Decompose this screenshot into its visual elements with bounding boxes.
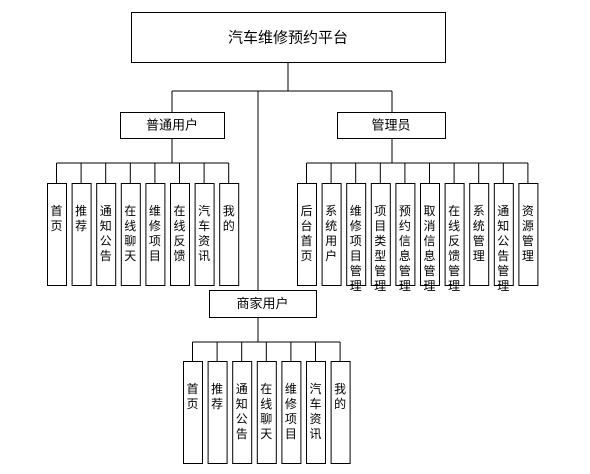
leaf-node-user-7-frame — [219, 183, 240, 286]
leaf-node-merchant-3-frame — [256, 361, 277, 464]
leaf-node-merchant-5: 汽车资讯 — [306, 361, 326, 464]
leaf-node-merchant-3: 在线聊天 — [256, 361, 277, 464]
leaf-node-admin-2: 维修项目管理 — [346, 183, 367, 293]
leaf-node-merchant-1-label: 推荐 — [211, 382, 223, 411]
leaf-node-merchant-6-label: 我的 — [334, 382, 346, 411]
leaf-node-admin-7: 系统管理 — [469, 183, 490, 286]
leaf-node-merchant-6: 我的 — [330, 361, 351, 464]
leaf-node-admin-8-frame — [493, 183, 514, 286]
leaf-node-admin-4: 预约信息管理 — [395, 183, 416, 293]
root-node-label: 汽车维修预约平台 — [228, 29, 348, 47]
leaf-node-admin-5: 取消信息管理 — [420, 183, 440, 293]
root-node-frame — [131, 12, 446, 63]
leaf-node-user-1-label: 推荐 — [75, 204, 87, 233]
leaf-node-user-3: 在线聊天 — [120, 183, 141, 286]
leaf-node-admin-6: 在线反馈管理 — [444, 183, 465, 293]
leaf-node-user-2: 通知公告 — [96, 183, 117, 286]
group-node-user-label: 普通用户 — [146, 118, 198, 134]
leaf-node-user-5-label: 在线反馈 — [173, 204, 185, 263]
leaf-node-merchant-4: 维修项目 — [281, 361, 302, 464]
leaf-node-admin-1-label: 系统用户 — [325, 204, 337, 263]
leaf-node-user-7: 我的 — [219, 183, 240, 286]
leaf-node-merchant-5-label: 汽车资讯 — [309, 381, 321, 441]
leaf-node-admin-6-frame — [444, 183, 465, 286]
connector-lines — [56, 63, 529, 361]
leaf-node-admin-9-label: 资源管理 — [522, 204, 534, 263]
leaf-node-user-3-frame — [120, 183, 141, 286]
leaf-node-admin-6-label: 在线反馈管理 — [448, 204, 460, 293]
leaf-node-merchant-3-label: 在线聊天 — [260, 382, 272, 441]
leaf-node-admin-3-frame — [370, 183, 391, 286]
leaf-node-user-5: 在线反馈 — [170, 183, 190, 286]
leaf-node-admin-1-frame — [321, 183, 342, 286]
leaf-node-admin-1: 系统用户 — [321, 183, 342, 286]
leaf-node-user-5-frame — [170, 183, 190, 286]
leaf-node-admin-0-label: 后台首页 — [300, 204, 312, 263]
leaf-node-user-1: 推荐 — [71, 183, 92, 286]
group-node-admin-frame — [337, 112, 446, 139]
leaf-node-admin-9: 资源管理 — [518, 183, 539, 286]
leaf-node-admin-5-label: 取消信息管理 — [423, 204, 435, 293]
leaf-node-user-7-label: 我的 — [223, 204, 235, 233]
group-node-user: 普通用户 — [120, 112, 225, 139]
leaf-node-user-0: 首页 — [47, 183, 67, 286]
leaf-node-admin-8-label: 通知公告管理 — [497, 204, 509, 293]
leaf-node-user-4-frame — [145, 183, 166, 286]
leaf-node-admin-2-label: 维修项目管理 — [350, 204, 362, 293]
leaf-node-merchant-1-frame — [207, 361, 228, 464]
leaf-node-user-6-frame — [194, 183, 215, 286]
root-node: 汽车维修预约平台 — [131, 12, 446, 63]
group-node-admin: 管理员 — [337, 112, 446, 139]
group-node-merchant-label: 商家用户 — [236, 296, 288, 312]
group-node-admin-label: 管理员 — [371, 119, 410, 134]
leaf-node-user-1-frame — [71, 183, 92, 286]
group-node-merchant: 商家用户 — [209, 290, 317, 318]
leaf-node-user-4: 维修项目 — [145, 183, 166, 286]
leaf-node-merchant-0-label: 首页 — [186, 382, 198, 411]
leaf-node-admin-4-frame — [395, 183, 416, 286]
leaf-node-admin-3-label: 项目类型管理 — [374, 204, 386, 293]
leaf-node-user-2-label: 通知公告 — [100, 204, 112, 263]
node-boxes: 汽车维修预约平台普通用户首页推荐通知公告在线聊天维修项目在线反馈汽车资讯我的管理… — [47, 12, 539, 464]
leaf-node-admin-2-frame — [346, 183, 367, 286]
leaf-node-merchant-2-label: 通知公告 — [236, 382, 248, 441]
leaf-node-merchant-6-frame — [330, 361, 351, 464]
leaf-node-admin-7-label: 系统管理 — [473, 204, 485, 263]
leaf-node-admin-4-label: 预约信息管理 — [399, 204, 411, 293]
leaf-node-user-0-frame — [47, 183, 67, 286]
leaf-node-user-6: 汽车资讯 — [194, 183, 215, 286]
leaf-node-merchant-2-frame — [232, 361, 253, 464]
leaf-node-merchant-1: 推荐 — [207, 361, 228, 464]
leaf-node-merchant-2: 通知公告 — [232, 361, 253, 464]
leaf-node-merchant-0-frame — [183, 361, 203, 464]
leaf-node-admin-5-frame — [420, 183, 440, 286]
leaf-node-user-2-frame — [96, 183, 117, 286]
leaf-node-user-6-label: 汽车资讯 — [198, 203, 210, 263]
group-node-merchant-frame — [209, 290, 317, 318]
leaf-node-user-4-label: 维修项目 — [149, 204, 161, 263]
leaf-node-merchant-4-label: 维修项目 — [285, 382, 297, 441]
leaf-node-admin-7-frame — [469, 183, 490, 286]
leaf-node-merchant-5-frame — [306, 361, 326, 464]
leaf-node-user-3-label: 在线聊天 — [124, 204, 136, 263]
leaf-node-merchant-0: 首页 — [183, 361, 203, 464]
leaf-node-admin-3: 项目类型管理 — [370, 183, 391, 293]
leaf-node-admin-0-frame — [297, 183, 317, 286]
leaf-node-merchant-4-frame — [281, 361, 302, 464]
leaf-node-user-0-label: 首页 — [50, 204, 62, 233]
leaf-node-admin-8: 通知公告管理 — [493, 183, 514, 293]
leaf-node-admin-9-frame — [518, 183, 539, 286]
leaf-node-admin-0: 后台首页 — [297, 183, 317, 286]
group-node-user-frame — [120, 112, 225, 139]
